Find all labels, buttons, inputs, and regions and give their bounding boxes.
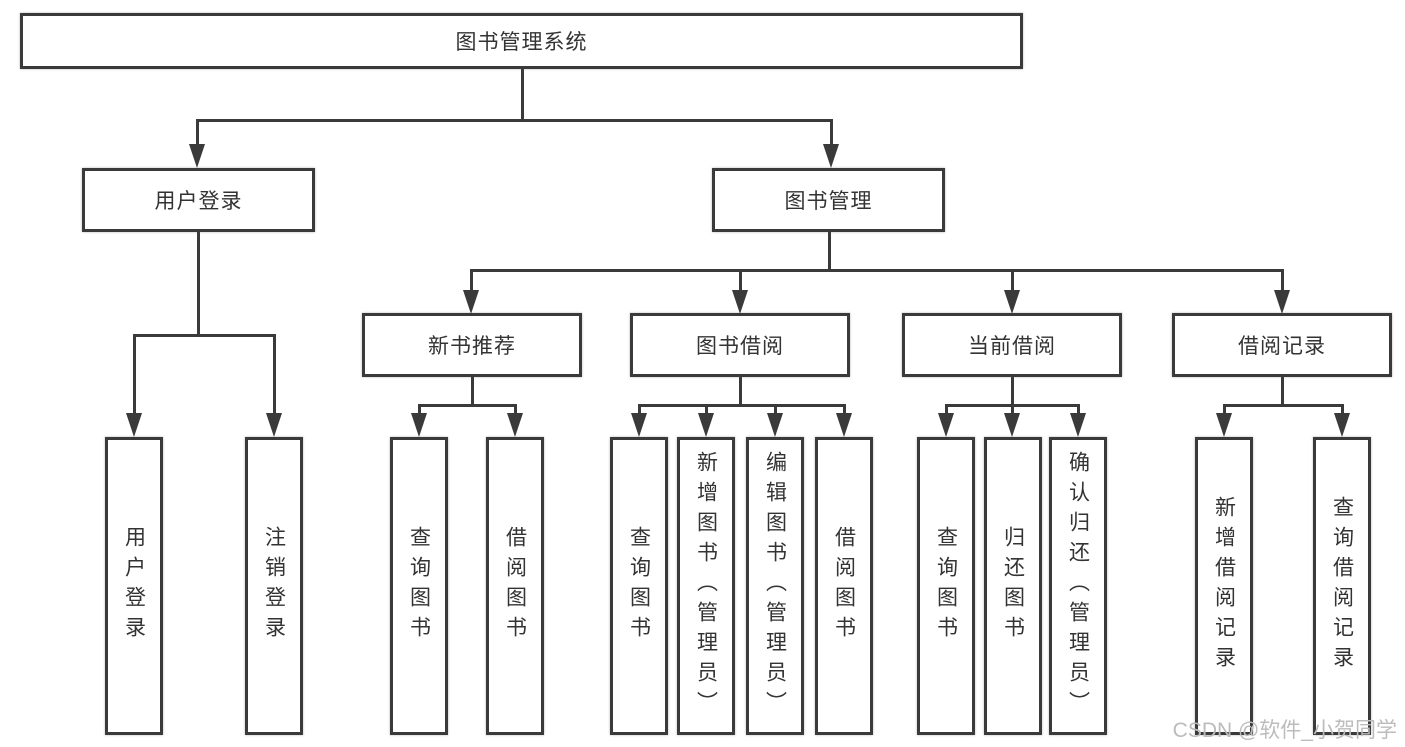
arrowhead-down-icon [938,413,954,437]
connector-stem [418,404,421,418]
arrowhead-down-icon [767,413,783,437]
leaf-query-books-borrowing: 查询图书 [610,437,668,735]
connector-stem [830,119,833,147]
leaf-label: 用户登录 [122,526,146,646]
connector-stem [1281,269,1284,293]
leaf-query-borrow-record: 查询借阅记录 [1313,437,1371,735]
connector-drop [828,232,831,272]
leaf-label: 编辑图书（管理员） [763,451,787,721]
leaf-label: 借阅图书 [832,526,856,646]
leaf-label: 查询借阅记录 [1330,496,1354,676]
leaf-confirm-return-admin: 确认归还（管理员） [1049,437,1107,735]
node-new-book-recommend: 新书推荐 [362,313,582,377]
node-book-borrowing: 图书借阅 [630,313,850,377]
connector-drop [197,232,200,337]
node-label: 借阅记录 [1238,335,1326,358]
arrowhead-down-icon [631,413,647,437]
leaf-label: 查询图书 [934,526,958,646]
connector-stem [1011,404,1014,418]
leaf-user-login: 用户登录 [105,437,163,735]
leaf-query-books-current: 查询图书 [917,437,975,735]
connector-stem [196,119,199,147]
node-user-login: 用户登录 [82,168,315,232]
connector-stem [514,404,517,418]
leaf-label: 借阅图书 [503,526,527,646]
arrowhead-down-icon [1004,290,1020,314]
connector-stem [739,269,742,293]
leaf-return-book: 归还图书 [984,437,1042,735]
connector-stem [705,404,708,418]
arrowhead-down-icon [836,413,852,437]
leaf-label: 查询图书 [627,526,651,646]
leaf-label: 新增借阅记录 [1212,496,1236,676]
connector-stem [273,334,276,416]
leaf-logout: 注销登录 [245,437,303,735]
node-label: 图书管理系统 [455,31,588,54]
connector-drop [1281,377,1284,407]
connector-stem [470,269,473,293]
leaf-borrow-books: 借阅图书 [815,437,873,735]
connector-bar [470,269,1284,272]
arrowhead-down-icon [1004,413,1020,437]
connector-stem [638,404,641,418]
connector-drop [739,377,742,407]
connector-bar [133,334,276,337]
arrowhead-down-icon [411,413,427,437]
connector-stem [843,404,846,418]
connector-stem [133,334,136,416]
arrowhead-down-icon [189,144,205,168]
node-book-management: 图书管理 [712,168,945,232]
leaf-label: 查询图书 [407,526,431,646]
arrowhead-down-icon [698,413,714,437]
node-borrow-records: 借阅记录 [1172,313,1392,377]
node-label: 图书管理 [784,190,873,213]
leaf-add-borrow-record: 新增借阅记录 [1195,437,1253,735]
arrowhead-down-icon [463,290,479,314]
connector-stem [945,404,948,418]
arrowhead-down-icon [1216,413,1232,437]
connector-root-drop [521,69,524,119]
leaf-label: 归还图书 [1001,526,1025,646]
node-current-borrowing: 当前借阅 [902,313,1122,377]
connector-root-bar [196,119,833,122]
node-label: 新书推荐 [428,335,516,358]
leaf-label: 注销登录 [262,526,286,646]
leaf-label: 确认归还（管理员） [1066,451,1090,721]
connector-drop [471,377,474,407]
connector-bar [638,404,846,407]
arrowhead-down-icon [823,144,839,168]
connector-stem [1341,404,1344,418]
leaf-edit-book-admin: 编辑图书（管理员） [746,437,804,735]
arrowhead-down-icon [507,413,523,437]
connector-bar [1223,404,1344,407]
connector-drop [1011,377,1014,407]
arrowhead-down-icon [1334,413,1350,437]
arrowhead-down-icon [1274,290,1290,314]
csdn-watermark: CSDN @软件_小贺同学 [1172,719,1397,742]
node-library-management-system: 图书管理系统 [20,13,1023,69]
leaf-label: 新增图书（管理员） [694,451,718,721]
leaf-add-book-admin: 新增图书（管理员） [677,437,735,735]
connector-stem [774,404,777,418]
arrowhead-down-icon [126,413,142,437]
node-label: 用户登录 [154,190,243,213]
arrowhead-down-icon [1070,413,1086,437]
node-label: 图书借阅 [696,335,784,358]
arrowhead-down-icon [732,290,748,314]
leaf-borrow-books-recommend: 借阅图书 [486,437,544,735]
connector-stem [1077,404,1080,418]
connector-bar [418,404,517,407]
connector-stem [1223,404,1226,418]
connector-stem [1011,269,1014,293]
arrowhead-down-icon [266,413,282,437]
node-label: 当前借阅 [968,335,1056,358]
leaf-query-books-recommend: 查询图书 [390,437,448,735]
